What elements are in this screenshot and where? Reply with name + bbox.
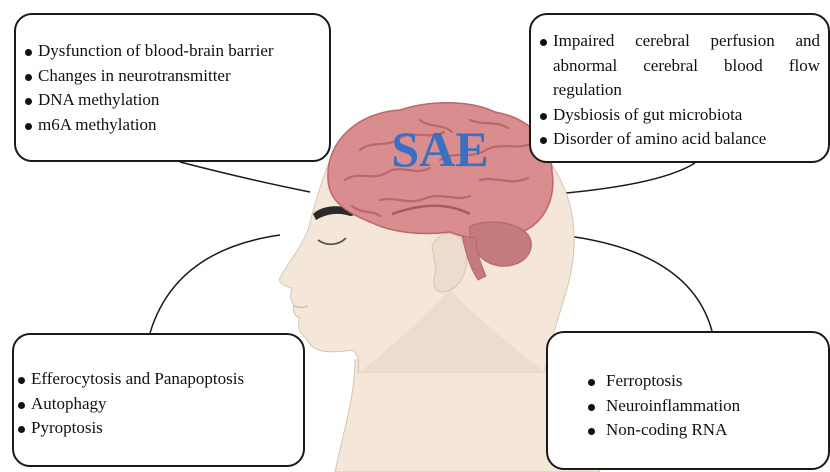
mechanism-box-bottom-left: Efferocytosis and Panapoptosis Autophagy…: [12, 333, 305, 467]
connector-top-right: [555, 163, 695, 194]
mechanism-box-bottom-right: Ferroptosis Neuroinflammation Non-coding…: [546, 331, 830, 470]
mechanism-box-top-left: Dysfunction of blood-brain barrier Chang…: [14, 13, 331, 162]
mechanism-list: Ferroptosis Neuroinflammation Non-coding…: [588, 369, 740, 443]
list-item: Dysbiosis of gut microbiota: [540, 103, 820, 128]
list-item: Efferocytosis and Panapoptosis: [18, 367, 244, 392]
list-item: Disorder of amino acid balance: [540, 127, 820, 152]
list-item: Impaired cerebral perfusion and abnormal…: [540, 29, 820, 103]
mechanism-box-top-right: Impaired cerebral perfusion and abnormal…: [529, 13, 830, 163]
mechanism-list: Impaired cerebral perfusion and abnormal…: [540, 29, 820, 152]
mechanism-list: Efferocytosis and Panapoptosis Autophagy…: [18, 367, 244, 441]
connector-top-left: [180, 162, 310, 192]
list-item: Dysfunction of blood-brain barrier: [25, 39, 274, 64]
list-item: Autophagy: [18, 392, 244, 417]
list-item: Pyroptosis: [18, 416, 244, 441]
list-item: DNA methylation: [25, 88, 274, 113]
connector-bottom-right: [560, 235, 712, 331]
list-item: Non-coding RNA: [588, 418, 740, 443]
list-item: Changes in neurotransmitter: [25, 64, 274, 89]
diagram-title: SAE: [391, 121, 488, 177]
connector-bottom-left: [150, 235, 280, 333]
list-item: Neuroinflammation: [588, 394, 740, 419]
list-item: Ferroptosis: [588, 369, 740, 394]
list-item: m6A methylation: [25, 113, 274, 138]
mechanism-list: Dysfunction of blood-brain barrier Chang…: [25, 39, 274, 137]
